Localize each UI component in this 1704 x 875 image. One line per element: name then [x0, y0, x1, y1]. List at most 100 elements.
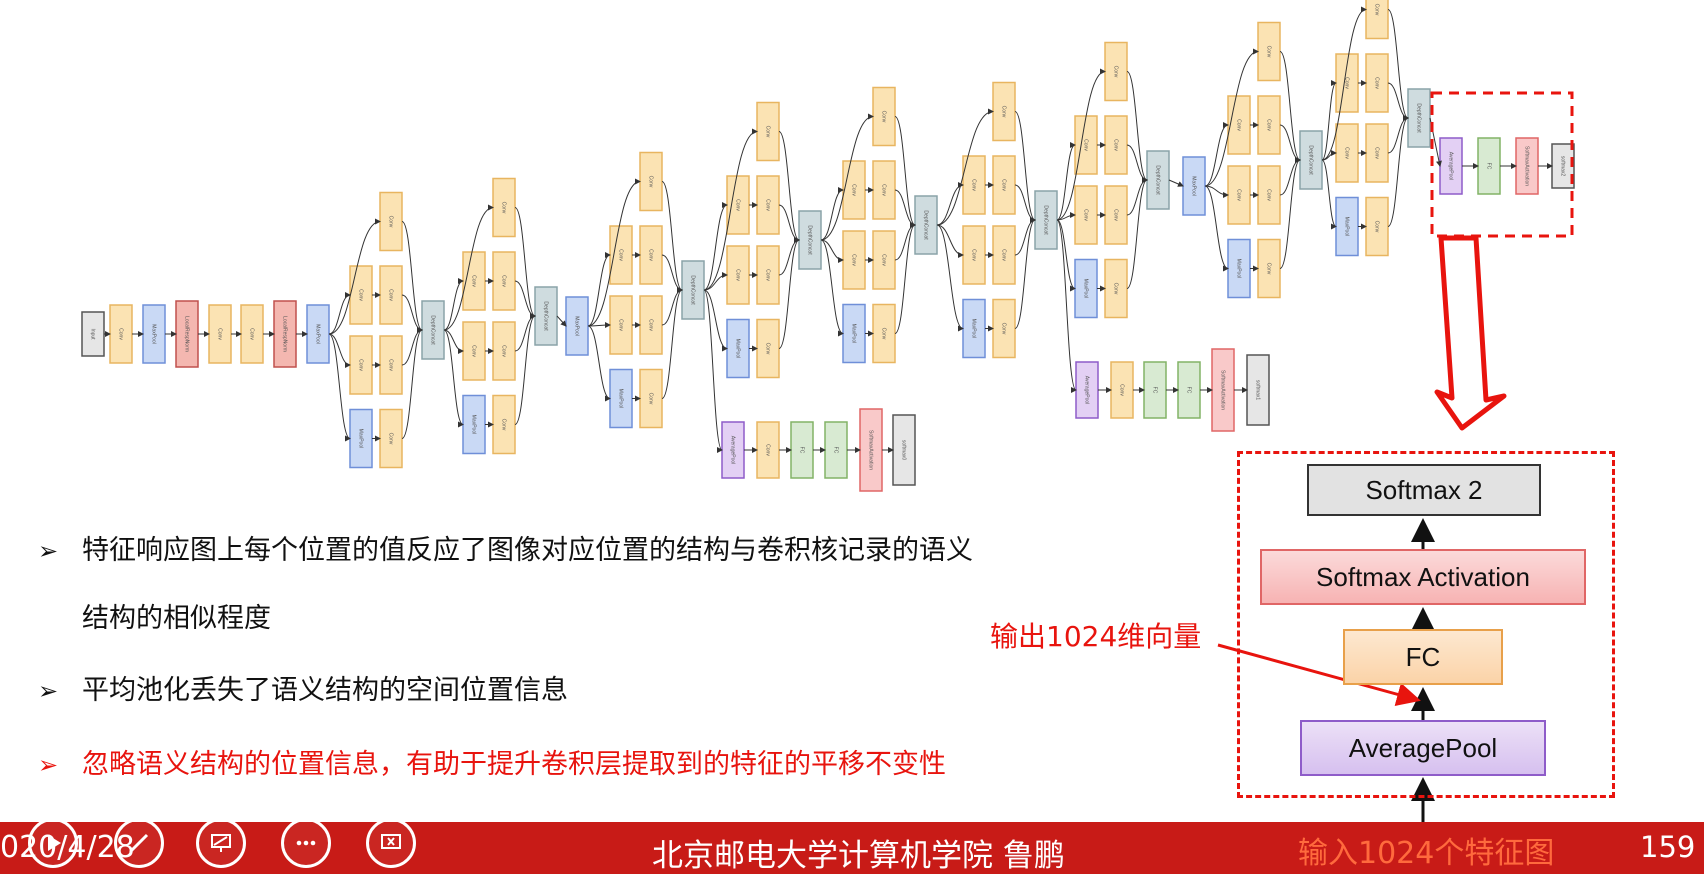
edge [1204, 122, 1229, 187]
edge [703, 289, 728, 352]
svg-text:FC: FC [1486, 163, 1492, 170]
svg-text:AveragePool: AveragePool [730, 436, 736, 465]
bullet-arrow-icon: ➢ [38, 677, 59, 705]
edge [1014, 217, 1036, 329]
edge [1321, 150, 1337, 161]
svg-text:Conv: Conv [471, 345, 477, 357]
conv-block: Conv [109, 304, 133, 364]
edge [1126, 71, 1148, 183]
conv-block: Conv [726, 175, 750, 235]
svg-text:Conv: Conv [501, 419, 507, 431]
depthconcat-block: DepthConcat [1407, 88, 1431, 148]
highlight-box [1430, 91, 1574, 238]
conv-block: Conv [842, 230, 866, 290]
inception-conv-1x1: Conv [992, 81, 1016, 142]
svg-text:Conv: Conv [388, 359, 394, 371]
conv-block: Conv [1257, 238, 1281, 299]
conv-block: Conv [992, 298, 1016, 359]
svg-text:LocalRespNorm: LocalRespNorm [282, 316, 288, 352]
inception-conv-1x1: Conv [639, 151, 663, 212]
depthconcat-block: DepthConcat [1299, 130, 1323, 190]
svg-text:Conv: Conv [358, 289, 364, 301]
zoom-softmax-activation-label: Softmax Activation [1316, 561, 1530, 592]
input-block: Input [81, 311, 105, 357]
svg-text:Conv: Conv [1001, 106, 1007, 118]
play-icon [48, 835, 61, 851]
depthconcat-block: DepthConcat [534, 286, 558, 346]
svg-text:MaxPool: MaxPool [735, 339, 741, 358]
svg-text:Conv: Conv [1113, 66, 1119, 78]
svg-text:DepthConcat: DepthConcat [1416, 103, 1422, 133]
svg-text:Conv: Conv [765, 444, 771, 456]
svg-text:Conv: Conv [249, 328, 255, 340]
fc-block: FC [1143, 361, 1167, 419]
edge [1321, 6, 1367, 161]
aux0-softmax0: softmax0 [892, 414, 916, 486]
svg-text:Conv: Conv [1266, 189, 1272, 201]
svg-text:SoftmaxActivation: SoftmaxActivation [868, 430, 874, 470]
zoom-fc-box: FC [1343, 629, 1503, 685]
depthconcat-block: DepthConcat [421, 300, 445, 360]
inception-conv-1x1: Conv [492, 177, 516, 238]
edge [894, 222, 916, 261]
svg-text:MaxPool: MaxPool [1236, 259, 1242, 278]
svg-text:Conv: Conv [1266, 119, 1272, 131]
inception-conv-1x1: Conv [379, 191, 403, 252]
svg-text:Conv: Conv [388, 289, 394, 301]
conv-block: Conv [1257, 95, 1281, 155]
svg-text:DepthConcat: DepthConcat [807, 225, 813, 255]
bullet-2-text: 平均池化丢失了语义结构的空间位置信息 [82, 675, 568, 706]
edge [1279, 124, 1301, 163]
edge [1279, 157, 1301, 196]
conv-block: Conv [756, 421, 780, 479]
edge [936, 108, 994, 226]
svg-text:Conv: Conv [735, 199, 741, 211]
svg-text:Input: Input [90, 328, 96, 340]
edge [1321, 80, 1337, 161]
more-options-button[interactable] [281, 818, 331, 868]
conv-block: Conv [609, 295, 633, 355]
bullet-1: ➢特征响应图上每个位置的值反应了图像对应位置的结构与卷积核记录的语义 [38, 528, 973, 567]
conv-block: Conv [1074, 185, 1098, 245]
edge [820, 239, 844, 337]
conv-block: Conv [462, 321, 486, 381]
svg-text:softmax2: softmax2 [1560, 156, 1566, 177]
zoom-softmax2-box: Softmax 2 [1307, 464, 1541, 516]
output-vector-annotation: 输出1024维向量 [990, 620, 1202, 653]
svg-text:MaxPool: MaxPool [1083, 279, 1089, 298]
edge [894, 189, 916, 228]
depthconcat-block: DepthConcat [681, 260, 705, 320]
edge [587, 178, 641, 327]
svg-text:Conv: Conv [217, 328, 223, 340]
slide-view-button[interactable] [196, 818, 246, 868]
svg-text:MaxPool: MaxPool [358, 429, 364, 448]
edge [820, 239, 844, 263]
zoom-down-arrow-icon [1434, 235, 1507, 431]
svg-text:Conv: Conv [1344, 77, 1350, 89]
page-number: 159 [1640, 830, 1696, 864]
svg-text:AveragePool: AveragePool [1448, 152, 1454, 181]
svg-text:Conv: Conv [881, 111, 887, 123]
svg-text:Conv: Conv [881, 328, 887, 340]
end-show-button[interactable] [366, 818, 416, 868]
edge [1014, 184, 1036, 223]
svg-text:Conv: Conv [765, 126, 771, 138]
end-show-icon [381, 834, 401, 849]
edge [1126, 177, 1148, 289]
final-softmax-activation: SoftmaxActivation [1515, 137, 1539, 195]
edge [1056, 219, 1077, 393]
svg-text:Conv: Conv [881, 254, 887, 266]
svg-text:Conv: Conv [765, 343, 771, 355]
depthconcat-block: DepthConcat [1034, 190, 1058, 250]
zoom-fc-label: FC [1405, 641, 1441, 672]
svg-text:Conv: Conv [501, 275, 507, 287]
svg-text:Conv: Conv [765, 199, 771, 211]
zoom-softmax-activation-box: Softmax Activation [1260, 549, 1586, 605]
edge [703, 128, 758, 291]
svg-text:Conv: Conv [1113, 139, 1119, 151]
depthconcat-block: DepthConcat [914, 195, 938, 255]
play-button[interactable] [28, 818, 78, 868]
pen-button[interactable] [114, 818, 164, 868]
svg-text:AveragePool: AveragePool [1084, 376, 1090, 405]
edge [936, 224, 964, 332]
